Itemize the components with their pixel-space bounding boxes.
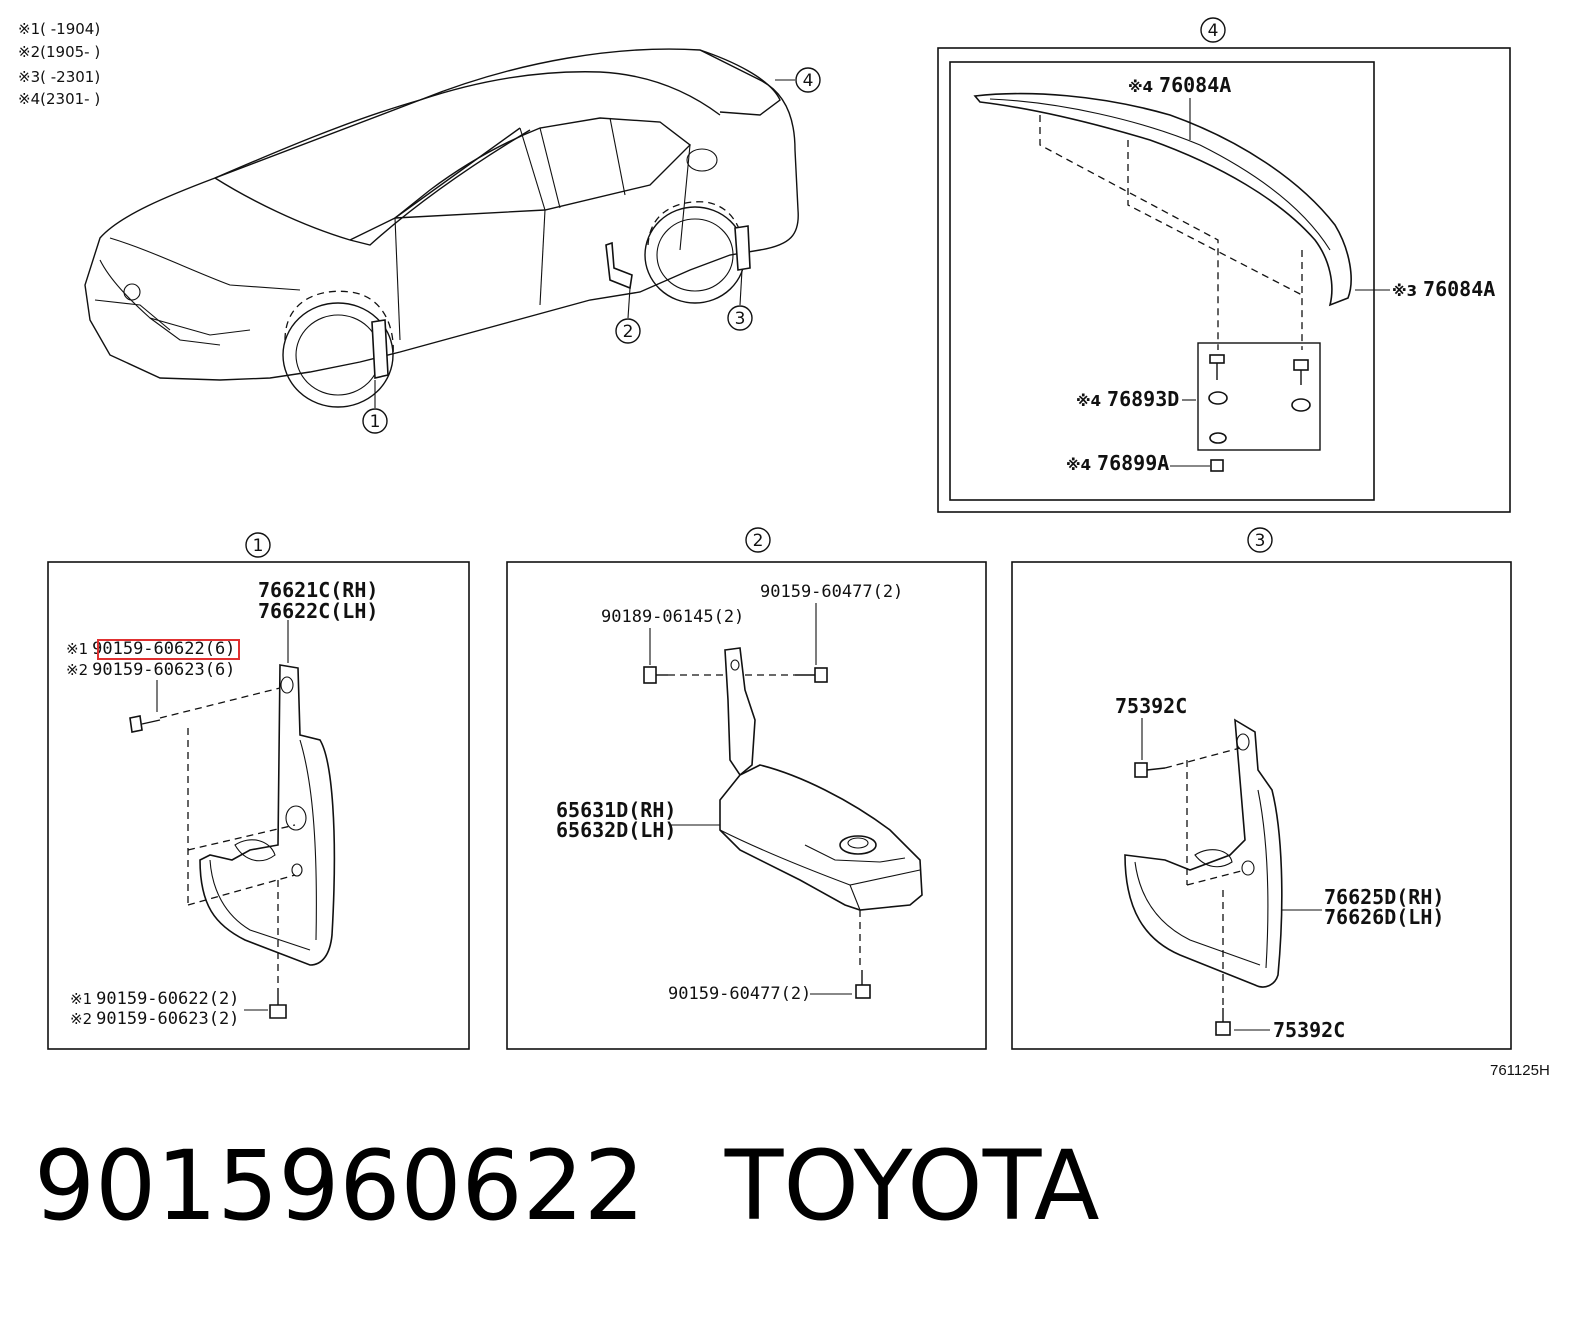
svg-text:76622C(LH): 76622C(LH) — [258, 599, 378, 623]
svg-text:3: 3 — [735, 309, 746, 329]
callout-3: 3 — [727, 305, 753, 331]
part-caption: 9015960622 TOYOTA — [34, 1130, 1180, 1242]
svg-text:90189-06145(2): 90189-06145(2) — [601, 607, 744, 627]
bolt-bottom — [269, 988, 287, 1019]
svg-text:76621C(RH): 76621C(RH) — [258, 578, 378, 602]
svg-text:1: 1 — [253, 536, 264, 556]
svg-text:75392C: 75392C — [1273, 1018, 1345, 1042]
svg-text:90159-60477(2): 90159-60477(2) — [760, 582, 903, 602]
car-illustration — [84, 48, 799, 408]
svg-text:2: 2 — [623, 322, 634, 342]
svg-text:2: 2 — [753, 531, 764, 551]
callout-1: 1 — [362, 408, 388, 434]
svg-text:4: 4 — [1208, 21, 1219, 41]
highlighted-part-number — [97, 639, 240, 660]
bolt-top — [129, 715, 161, 733]
svg-text:65631D(RH): 65631D(RH) — [556, 798, 676, 822]
callout-2: 2 — [615, 318, 641, 344]
screw-top — [1134, 762, 1166, 778]
svg-text:75392C: 75392C — [1115, 694, 1187, 718]
svg-text:90159-60477(2): 90159-60477(2) — [668, 984, 811, 1004]
svg-text:3: 3 — [1255, 531, 1266, 551]
spoiler-fasteners — [1208, 354, 1311, 472]
svg-text:76626D(LH): 76626D(LH) — [1324, 905, 1444, 929]
svg-text:65632D(LH): 65632D(LH) — [556, 818, 676, 842]
svg-text:※4(2301- ): ※4(2301- ) — [18, 90, 100, 108]
clip-fastener — [643, 666, 668, 684]
screw-bottom — [1215, 1008, 1231, 1036]
brand-name: TOYOTA — [724, 1130, 1100, 1242]
callout-4: 4 — [795, 67, 821, 93]
svg-text:1: 1 — [370, 412, 381, 432]
applicability-notes: ※1( -1904) ※2(1905- ) ※3( -2301) ※4(2301… — [18, 20, 100, 108]
panel-2-mud-guard: 2 90189-06145(2) 90159-60477(2) — [506, 527, 987, 1050]
svg-text:※3( -2301): ※3( -2301) — [18, 68, 100, 86]
svg-text:76625D(RH): 76625D(RH) — [1324, 885, 1444, 909]
part-number: 9015960622 — [34, 1130, 645, 1242]
panel-3-rear-mudflap: 3 75392C 76625D(RH) 76626D(LH) 75392C — [1011, 527, 1512, 1050]
svg-text:※1( -1904): ※1( -1904) — [18, 20, 100, 38]
parts-diagram: ※1( -1904) ※2(1905- ) ※3( -2301) ※4(2301… — [18, 17, 1550, 1079]
svg-text:※2(1905- ): ※2(1905- ) — [18, 43, 100, 61]
screw-fastener-top — [795, 667, 828, 683]
svg-text:4: 4 — [803, 71, 814, 91]
diagram-ref-code: 761125H — [1490, 1062, 1550, 1079]
screw-fastener-bottom — [855, 970, 871, 999]
